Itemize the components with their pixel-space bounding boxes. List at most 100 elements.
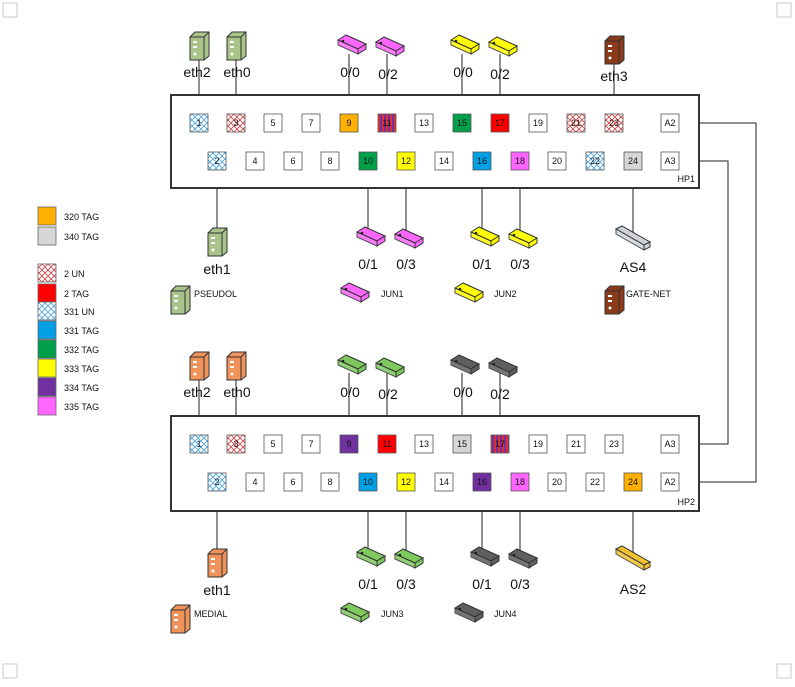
port-A2[interactable]: A2 (660, 113, 680, 133)
router-icon[interactable] (469, 546, 501, 567)
port-20[interactable]: 20 (547, 472, 567, 492)
port-box (301, 113, 321, 133)
router-icon[interactable] (453, 282, 485, 303)
legend-label: 320 TAG (64, 212, 99, 222)
port-3[interactable]: 3 (226, 434, 246, 454)
port-10[interactable]: 10 (358, 472, 378, 492)
router-icon[interactable] (453, 602, 485, 623)
port-11[interactable]: 11 (377, 113, 397, 133)
port-3[interactable]: 3 (226, 113, 246, 133)
router-icon[interactable] (374, 36, 406, 57)
switch-icon[interactable] (614, 225, 652, 251)
router-icon[interactable] (393, 548, 425, 569)
router-icon[interactable] (507, 228, 539, 249)
port-19[interactable]: 19 (528, 113, 548, 133)
port-9[interactable]: 9 (339, 113, 359, 133)
port-label: 0/1 (472, 256, 492, 272)
port-A2[interactable]: A2 (660, 472, 680, 492)
port-22[interactable]: 22 (585, 472, 605, 492)
port-12[interactable]: 12 (396, 151, 416, 171)
server-icon[interactable] (189, 31, 210, 61)
switch-icon[interactable] (614, 545, 652, 571)
port-14[interactable]: 14 (434, 151, 454, 171)
port-10[interactable]: 10 (358, 151, 378, 171)
port-8[interactable]: 8 (320, 472, 340, 492)
server-icon[interactable] (207, 227, 228, 257)
port-label: 0/0 (453, 64, 473, 80)
port-A3[interactable]: A3 (660, 151, 680, 171)
port-number: 18 (515, 477, 525, 487)
port-4[interactable]: 4 (245, 472, 265, 492)
port-1[interactable]: 1 (189, 113, 209, 133)
port-7[interactable]: 7 (301, 434, 321, 454)
port-24[interactable]: 24 (623, 472, 643, 492)
router-icon[interactable] (487, 36, 519, 57)
port-16[interactable]: 16 (472, 151, 492, 171)
port-13[interactable]: 13 (414, 113, 434, 133)
port-box (207, 151, 227, 171)
port-number: 13 (419, 439, 429, 449)
router-icon[interactable] (449, 34, 481, 55)
port-8[interactable]: 8 (320, 151, 340, 171)
port-17[interactable]: 17 (490, 113, 510, 133)
port-5[interactable]: 5 (263, 434, 283, 454)
port-4[interactable]: 4 (245, 151, 265, 171)
port-21[interactable]: 21 (566, 113, 586, 133)
port-17[interactable]: 17 (490, 434, 510, 454)
port-19[interactable]: 19 (528, 434, 548, 454)
server-icon[interactable] (604, 35, 625, 65)
router-icon[interactable] (507, 548, 539, 569)
port-2[interactable]: 2 (207, 151, 227, 171)
router-icon[interactable] (393, 228, 425, 249)
legend-label: 331 UN (64, 307, 95, 317)
port-A3[interactable]: A3 (660, 434, 680, 454)
port-1[interactable]: 1 (189, 434, 209, 454)
port-16[interactable]: 16 (472, 472, 492, 492)
port-13[interactable]: 13 (414, 434, 434, 454)
port-number: 6 (290, 156, 295, 166)
port-23[interactable]: 23 (604, 113, 624, 133)
port-20[interactable]: 20 (547, 151, 567, 171)
port-24[interactable]: 24 (623, 151, 643, 171)
port-18[interactable]: 18 (510, 151, 530, 171)
port-14[interactable]: 14 (434, 472, 454, 492)
port-23[interactable]: 23 (604, 434, 624, 454)
port-2[interactable]: 2 (207, 472, 227, 492)
router-icon[interactable] (469, 226, 501, 247)
router-icon[interactable] (336, 34, 368, 55)
port-12[interactable]: 12 (396, 472, 416, 492)
server-icon[interactable] (207, 548, 228, 578)
router-icon[interactable] (487, 357, 519, 378)
port-label: AS2 (620, 581, 647, 597)
port-box (604, 113, 624, 133)
router-icon[interactable] (355, 226, 387, 247)
server-icon[interactable] (604, 285, 625, 315)
port-6[interactable]: 6 (283, 151, 303, 171)
router-icon[interactable] (339, 282, 371, 303)
port-box (245, 472, 265, 492)
router-icon[interactable] (339, 602, 371, 623)
router-icon[interactable] (374, 357, 406, 378)
port-9[interactable]: 9 (339, 434, 359, 454)
router-icon[interactable] (336, 354, 368, 375)
port-22[interactable]: 22 (585, 151, 605, 171)
port-number: 1 (196, 118, 201, 128)
server-icon[interactable] (170, 285, 191, 315)
port-21[interactable]: 21 (566, 434, 586, 454)
legend-swatch (37, 206, 57, 226)
port-7[interactable]: 7 (301, 113, 321, 133)
port-11[interactable]: 11 (377, 434, 397, 454)
server-icon[interactable] (189, 351, 210, 381)
server-icon[interactable] (170, 604, 191, 634)
port-18[interactable]: 18 (510, 472, 530, 492)
port-number: 11 (382, 118, 391, 128)
router-icon[interactable] (355, 546, 387, 567)
router-icon[interactable] (449, 354, 481, 375)
server-icon[interactable] (226, 351, 247, 381)
port-15[interactable]: 15 (452, 434, 472, 454)
port-15[interactable]: 15 (452, 113, 472, 133)
port-6[interactable]: 6 (283, 472, 303, 492)
port-5[interactable]: 5 (263, 113, 283, 133)
server-icon[interactable] (226, 31, 247, 61)
port-number: 23 (609, 439, 619, 449)
